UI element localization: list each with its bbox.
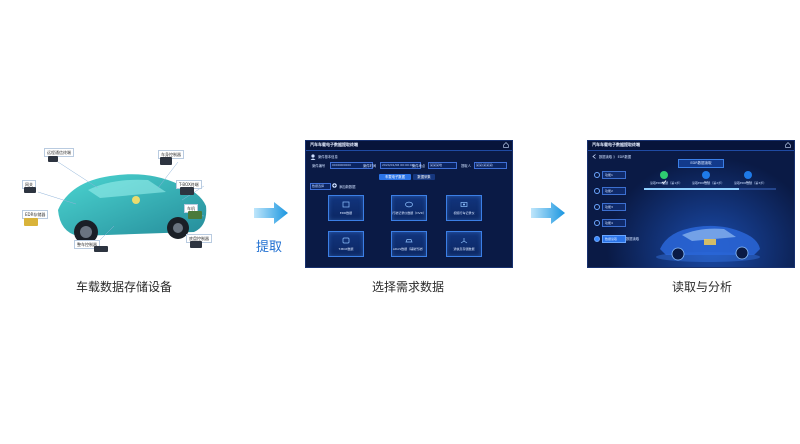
card-edr-data[interactable]: EDR数据 — [328, 195, 364, 221]
tab-vehicle-data[interactable]: 车载电子数据 — [379, 174, 411, 180]
callout-telematics: 远程通信终端 — [44, 148, 74, 157]
card-dvr-data[interactable]: 行驶记录仪数据（DVR） — [391, 195, 427, 221]
callout-vcu: 整车控制器 — [74, 240, 100, 249]
device-icon — [48, 156, 58, 162]
side-dot — [594, 220, 600, 226]
step-label: 读取EDR数据（第1步） — [650, 181, 683, 185]
card-label: 通信及存储数据 — [453, 247, 475, 251]
device-icon — [160, 157, 172, 165]
camera-icon — [460, 202, 468, 207]
card-label: EDR数据 — [339, 211, 353, 215]
stage-caption: 读取与分析 — [671, 280, 732, 294]
data-type-dropdown[interactable]: 数据选择 — [310, 183, 331, 190]
right-arrow-icon — [531, 202, 565, 224]
card-adas-data[interactable]: ADAS数据（辅助驾驶） — [391, 231, 427, 257]
right-arrow-icon — [254, 202, 288, 224]
top-bar: 汽车车载电子数据提取终端 — [588, 141, 794, 151]
side-dot — [594, 172, 600, 178]
breadcrumb: 数据读取 》 EDR数据 — [599, 155, 632, 159]
card-label: ADAS数据（辅助驾驶） — [392, 247, 426, 251]
home-icon[interactable] — [503, 142, 509, 148]
field-label: 提取人 — [461, 164, 471, 168]
read-progress-track — [644, 188, 776, 190]
side-dot — [594, 204, 600, 210]
add-icon[interactable] — [332, 183, 337, 188]
step-complete-icon — [660, 171, 668, 185]
network-icon — [460, 238, 468, 244]
side-dot-active — [594, 236, 600, 242]
step-pending-icon — [744, 171, 752, 183]
operator-field[interactable]: 某某(某某某) — [474, 162, 507, 169]
top-bar: 汽车车载电子数据提取终端 — [306, 141, 512, 151]
card-comm-data[interactable]: 通信及存储数据 — [446, 231, 482, 257]
back-icon[interactable] — [592, 154, 597, 159]
section-title: 案件基本信息 — [318, 155, 338, 159]
device-icon — [190, 241, 202, 248]
card-dashcam-data[interactable]: 视频行车记录仪 — [446, 195, 482, 221]
device-icon — [180, 187, 194, 195]
device-icon — [188, 211, 202, 219]
chip-icon — [342, 201, 350, 208]
field-label: 案件地点 — [412, 164, 426, 168]
case-location-field[interactable]: 某某某地 — [428, 162, 457, 169]
card-label: 行驶记录仪数据（DVR） — [392, 211, 426, 215]
sidebar-item-read[interactable]: 数据读取 — [602, 235, 626, 243]
car-illustration — [37, 161, 207, 244]
tab-data-capture[interactable]: 数据采集 — [413, 174, 435, 180]
card-label: 视频行车记录仪 — [453, 211, 475, 215]
car-icon — [405, 239, 413, 243]
stage-caption: 选择需求数据 — [371, 280, 444, 294]
user-icon — [310, 154, 316, 160]
home-icon[interactable] — [785, 142, 791, 148]
field-label: 案件编号 — [312, 164, 326, 168]
sidebar-item-func4[interactable]: 功能4 — [602, 219, 626, 227]
box-icon — [342, 237, 350, 244]
sidebar-item-func1[interactable]: 功能1 — [602, 171, 626, 179]
device-icon — [94, 246, 108, 252]
vehicle-storage-diagram: 远程通信终端 网关 EDR存储器 车身控制器 T-BOX终端 车机 整车控制器 … — [18, 140, 230, 258]
step-label: 读取EDR数据（第2步） — [692, 181, 725, 185]
card-label: T-BOX数据 — [338, 247, 354, 251]
step-pending-icon — [702, 171, 710, 183]
device-icon — [24, 218, 38, 226]
side-dot — [594, 188, 600, 194]
car-wireframe-illustration — [656, 225, 760, 262]
case-number-field[interactable]: 0000000000 — [330, 162, 373, 169]
data-selection-screen: 汽车车载电子数据提取终端 案件基本信息 案件编号 0000000000 案件时间… — [305, 140, 513, 268]
stage-caption: 车载数据存储设备 — [75, 280, 172, 294]
read-analyze-screen: 汽车车载电子数据提取终端 数据读取 》 EDR数据 EDR数据读取 功能1 功能… — [587, 140, 795, 268]
card-tbox-data[interactable]: T-BOX数据 — [328, 231, 364, 257]
app-title: 汽车车载电子数据提取终端 — [592, 142, 640, 147]
banner-edr-read: EDR数据读取 — [678, 159, 724, 168]
app-title: 汽车车载电子数据提取终端 — [310, 142, 358, 147]
read-progress-fill — [644, 188, 740, 190]
case-time-field[interactable]: 2024/01/06 00:00:00 — [380, 162, 421, 169]
step-label: 读取EDR数据（第3步） — [734, 181, 767, 185]
field-label: 案件时间 — [363, 164, 377, 168]
device-icon — [24, 187, 36, 193]
sidebar-item-func2[interactable]: 功能2 — [602, 187, 626, 195]
sidebar-item-func3[interactable]: 功能3 — [602, 203, 626, 211]
active-read-label: 数据读取 — [626, 237, 640, 241]
add-data-label: 添加新数据 — [339, 185, 356, 189]
arrow-label: 提取 — [256, 240, 283, 255]
gamepad-icon — [405, 201, 413, 208]
